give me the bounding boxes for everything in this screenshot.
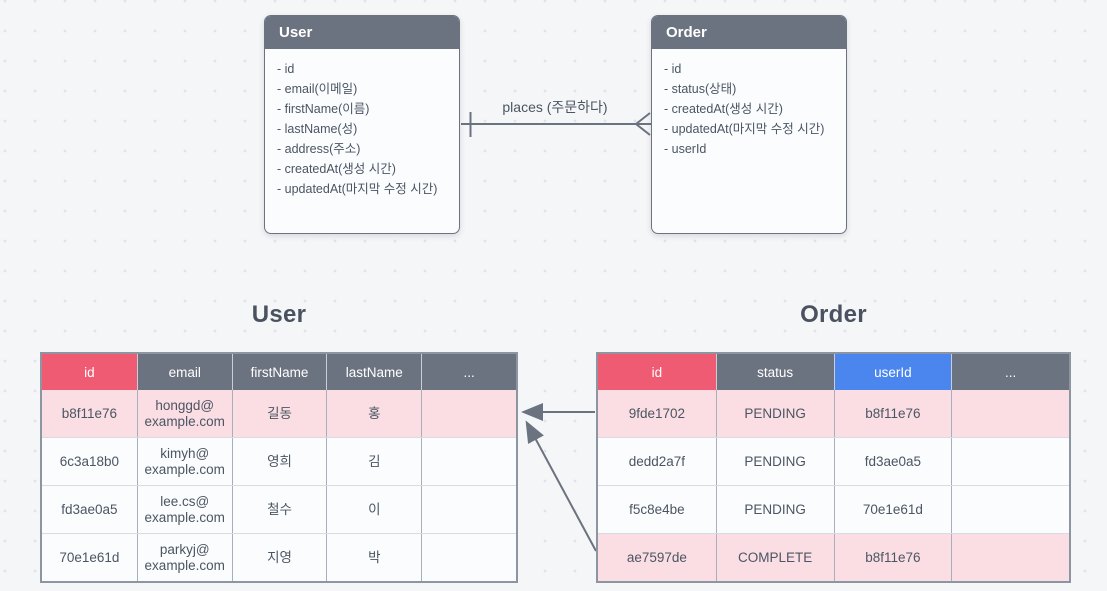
- table-cell: [421, 438, 516, 485]
- column-header-id: id: [42, 354, 137, 390]
- table-cell: PENDING: [715, 390, 834, 437]
- entity-attribute: - userId: [664, 142, 707, 156]
- table-title-user: User: [251, 301, 307, 328]
- table-cell: 길동: [231, 390, 327, 437]
- entity-attribute: - email(이메일): [277, 82, 358, 96]
- entity-attribute: - status(상태): [664, 82, 737, 96]
- entity-attribute: - updatedAt(마지막 수정 시간): [664, 122, 825, 136]
- table-cell: 영희: [231, 438, 327, 485]
- entity-attribute: - lastName(성): [277, 122, 358, 136]
- entity-title: Order: [652, 16, 846, 49]
- table-cell: [951, 390, 1069, 437]
- table-cell: kimyh@example.com: [136, 438, 232, 485]
- table-cell: [421, 390, 516, 437]
- table-cell: fd3ae0a5: [61, 501, 118, 517]
- table-title-order: Order: [800, 301, 867, 328]
- er-entity-order[interactable]: Order - id - status(상태) - createdAt(생성 시간)…: [651, 15, 847, 234]
- fk-arrows[interactable]: [521, 403, 597, 552]
- column-header-lastName: lastName: [326, 354, 422, 390]
- entity-attribute-list: - id - email(이메일) - firstName(이름) - lastNam…: [265, 49, 459, 199]
- table-cell: [951, 534, 1069, 581]
- column-header-email: email: [136, 354, 232, 390]
- column-header-firstName: firstName: [231, 354, 327, 390]
- entity-attribute: - createdAt(생성 시간): [277, 162, 396, 176]
- table-cell: f5c8e4be: [629, 501, 685, 517]
- entity-attribute-list: - id - status(상태) - createdAt(생성 시간) - upda…: [652, 49, 846, 159]
- table-cell: [951, 438, 1069, 485]
- table-cell: [421, 486, 516, 533]
- entity-attribute: - updatedAt(마지막 수정 시간): [277, 182, 438, 196]
- table-cell: b8f11e76: [833, 390, 952, 437]
- table-cell: 6c3a18b0: [59, 453, 120, 469]
- table-cell: 박: [326, 534, 421, 581]
- entity-attribute: - firstName(이름): [277, 102, 370, 116]
- table-cell: 김: [326, 438, 421, 485]
- table-cell: fd3ae0a5: [833, 438, 952, 485]
- relationship-label: places (주문하다): [502, 99, 608, 115]
- table-cell: PENDING: [715, 438, 834, 485]
- table-cell: 지영: [231, 534, 327, 581]
- table-cell: 70e1e61d: [833, 486, 952, 533]
- er-entity-user[interactable]: User - id - email(이메일) - firstName(이름) - la…: [264, 15, 460, 234]
- table-cell: b8f11e76: [833, 534, 952, 581]
- table-cell: 9fde1702: [628, 405, 686, 421]
- entity-attribute: - address(주소): [277, 142, 361, 156]
- table-cell: b8f11e76: [61, 405, 118, 421]
- table-cell: dedd2a7f: [628, 453, 686, 469]
- table-cell: 홍: [326, 390, 421, 437]
- table-cell: 70e1e61d: [59, 549, 120, 565]
- table-cell: ae7597de: [626, 549, 687, 565]
- table-cell: COMPLETE: [715, 534, 834, 581]
- column-header-id: id: [598, 354, 716, 390]
- entity-attribute: - createdAt(생성 시간): [664, 102, 783, 116]
- column-header-: ...: [421, 354, 516, 390]
- entity-attribute: - id: [277, 62, 295, 76]
- table-cell: 철수: [231, 486, 327, 533]
- table-cell: parkyj@example.com: [136, 534, 232, 581]
- table-cell: lee.cs@example.com: [136, 486, 232, 533]
- column-header-userId: userId: [833, 354, 952, 390]
- column-header-: ...: [951, 354, 1069, 390]
- entity-title: User: [265, 16, 459, 49]
- table-cell: PENDING: [715, 486, 834, 533]
- column-header-status: status: [715, 354, 834, 390]
- table-cell: [951, 486, 1069, 533]
- table-cell: [421, 534, 516, 581]
- table-cell: honggd@example.com: [136, 390, 232, 437]
- fk-arrow-order4-to-user1: [525, 420, 597, 552]
- entity-attribute: - id: [664, 62, 682, 76]
- table-cell: 이: [326, 486, 421, 533]
